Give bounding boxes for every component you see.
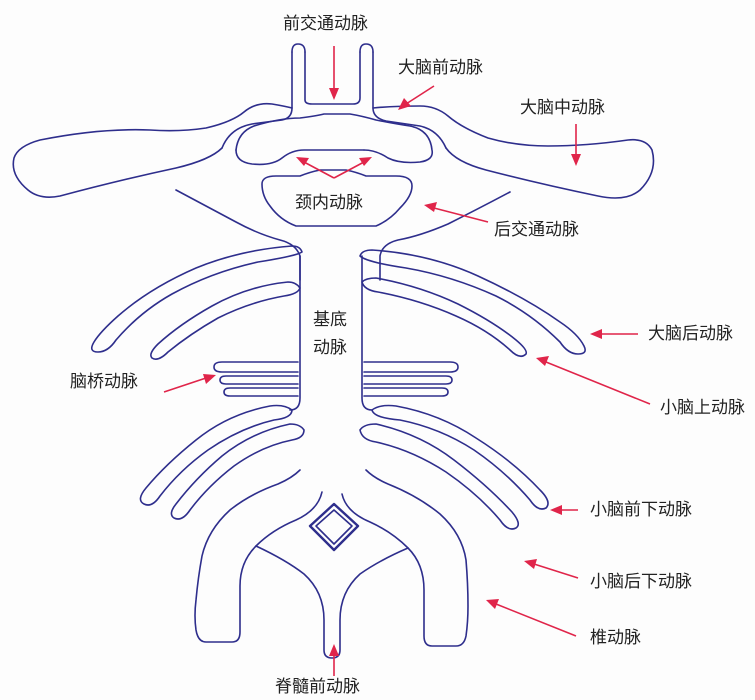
label-pontine-arteries: 脑桥动脉 [70, 372, 138, 392]
pontine-artery-left-1 [214, 362, 298, 372]
label-superior-cerebellar-artery: 小脑上动脉 [660, 398, 745, 418]
label-anterior-spinal-artery: 脊髓前动脉 [275, 677, 360, 697]
pointer-internal-carotid-right [334, 157, 372, 178]
pointer-posterior-communicating [424, 202, 488, 222]
posterior-cerebral-artery-right [360, 250, 585, 354]
label-anterior-communicating-artery: 前交通动脉 [283, 14, 368, 34]
anterior-cerebral-artery-left [222, 52, 292, 148]
pontine-artery-right-3 [364, 388, 448, 396]
middle-cerebral-artery-right [373, 106, 654, 198]
anterior-communicating-artery [292, 44, 373, 52]
label-anterior-inferior-cerebellar-artery: 小脑前下动脉 [590, 500, 692, 520]
pontine-artery-right-2 [364, 376, 452, 384]
pontine-artery-right-1 [364, 362, 458, 372]
label-posterior-cerebral-artery: 大脑后动脉 [648, 324, 733, 344]
pontine-artery-left-2 [220, 376, 298, 384]
vertebral-artery-right [342, 470, 468, 646]
basilar-artery-trunk-left [290, 256, 300, 410]
label-middle-cerebral-artery: 大脑中动脉 [520, 98, 605, 118]
pointer-posterior-inferior-cerebellar [524, 559, 578, 578]
anterior-inferior-cerebellar-right [372, 406, 548, 510]
pointer-pontine [164, 374, 216, 392]
pointer-anterior-inferior-cerebellar [550, 505, 578, 515]
pointer-superior-cerebellar [536, 356, 650, 404]
label-posterior-inferior-cerebellar-artery: 小脑后下动脉 [590, 572, 692, 592]
anterior-inferior-cerebellar-left [140, 406, 292, 506]
middle-cerebral-artery-left [13, 104, 292, 197]
pointer-anterior-communicating [329, 46, 339, 100]
label-basilar-line1: 基底 [313, 310, 347, 330]
vertebral-artery-left [195, 470, 322, 642]
label-basilar-line2: 动脉 [313, 338, 347, 358]
pointer-posterior-cerebral [590, 329, 638, 339]
pointer-anterior-spinal [329, 644, 339, 676]
internal-carotid-left [236, 114, 432, 163]
label-vertebral-artery: 椎动脉 [590, 628, 641, 648]
label-anterior-cerebral-artery: 大脑前动脉 [398, 58, 483, 78]
anterior-spinal-artery [256, 546, 408, 658]
label-internal-carotid-artery: 颈内动脉 [295, 193, 363, 213]
internal-carotid-chamber [236, 150, 364, 164]
pointer-vertebral [486, 599, 576, 636]
label-posterior-communicating-artery: 后交通动脉 [494, 220, 579, 240]
pontine-artery-left-3 [224, 388, 298, 396]
superior-cerebellar-artery-right [362, 278, 526, 356]
